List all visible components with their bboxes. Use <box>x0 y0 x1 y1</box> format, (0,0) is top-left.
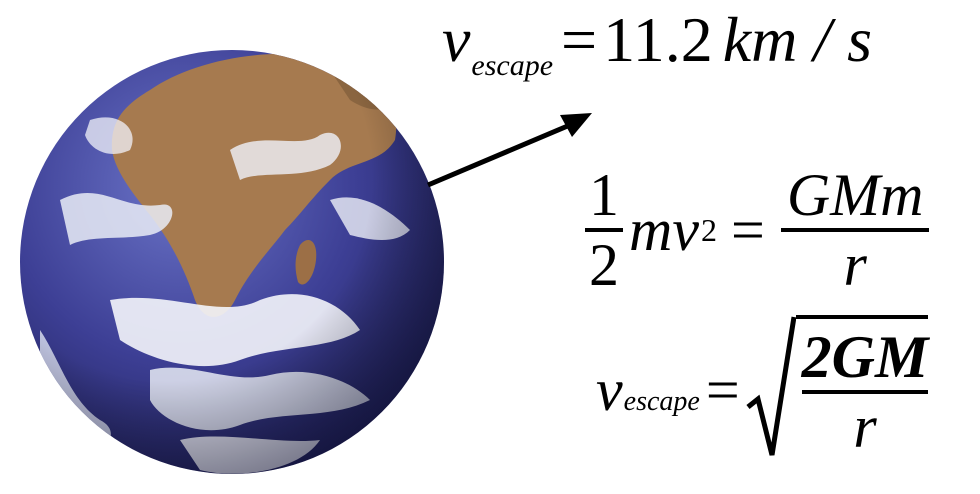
root-denominator: r <box>853 394 877 460</box>
velocity-subscript: escape <box>623 386 700 417</box>
earth-globe-image <box>20 50 444 474</box>
root-numerator: 2GM <box>801 324 929 390</box>
fraction-bar <box>801 390 929 394</box>
velocity-symbol: v <box>596 356 623 423</box>
square-root: 2GM r <box>746 315 929 465</box>
kinetic-term: mv <box>629 196 699 263</box>
radical-sign-icon <box>746 316 796 456</box>
rhs-numerator: GMm <box>786 162 924 228</box>
potential-energy-fraction: GMm r <box>780 162 930 298</box>
equals-sign: = <box>561 4 598 75</box>
half-denominator: 2 <box>589 232 619 298</box>
exponent: 2 <box>700 211 717 248</box>
half-numerator: 1 <box>589 162 619 228</box>
fraction-bar <box>585 228 623 232</box>
equals-sign: = <box>705 356 740 423</box>
velocity-subscript: escape <box>471 49 554 82</box>
escape-arrow <box>427 113 592 188</box>
equals-sign: = <box>730 196 765 263</box>
velocity-unit: km / s <box>722 4 873 75</box>
root-fraction: 2GM r <box>795 315 929 465</box>
one-half-fraction: 1 2 <box>585 165 623 295</box>
velocity-value: 11.2 <box>603 4 713 75</box>
fraction-bar <box>780 228 930 232</box>
velocity-symbol: v <box>442 4 471 75</box>
rhs-denominator: r <box>843 232 867 298</box>
